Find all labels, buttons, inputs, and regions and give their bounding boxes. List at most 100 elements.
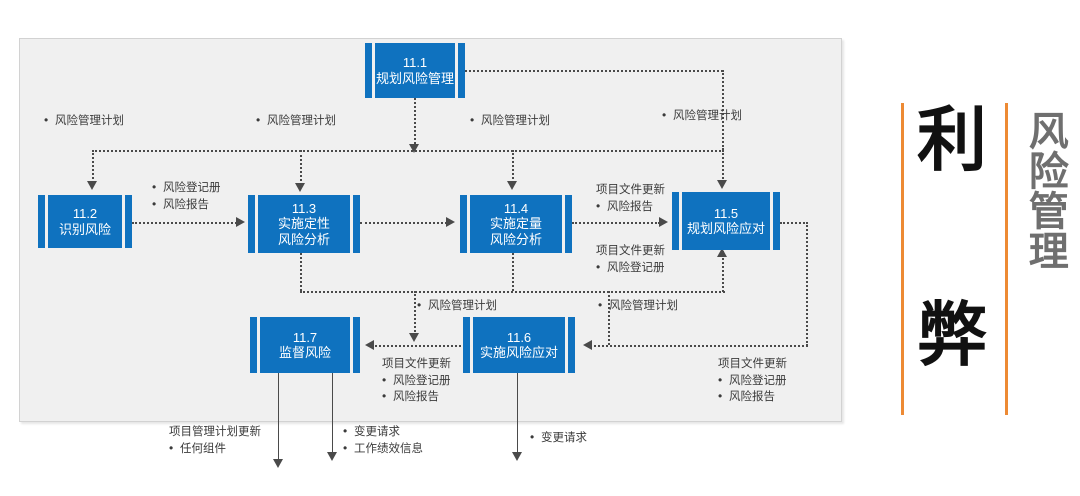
process-number: 11.7 <box>292 329 318 345</box>
process-box-11-7[interactable]: 11.7 监督风险 <box>250 317 360 373</box>
process-name: 规划风险应对 <box>686 221 765 236</box>
connector-mid-down-to-row3 <box>414 291 416 336</box>
title-char-bottom: 弊 <box>917 296 987 374</box>
box-body: 11.7 监督风险 <box>260 317 350 373</box>
annotation-item: 风险管理计划 <box>44 112 124 130</box>
arrowhead-11-7-in <box>365 340 374 350</box>
box-body: 11.6 实施风险应对 <box>473 317 565 373</box>
annotation-docs-update-b: 项目文件更新 风险登记册 <box>596 243 665 276</box>
arrowhead-to-11-4 <box>507 181 517 190</box>
arrowhead-11-5-bottom-in <box>717 248 727 257</box>
box-gap-right <box>562 195 565 253</box>
box-gap-left <box>467 195 470 253</box>
box-accent-right <box>353 317 360 373</box>
annotation-item-2: 风险报告 <box>152 196 221 214</box>
annotation-heading: 项目文件更新 <box>382 358 451 370</box>
annotation-item-1: 风险报告 <box>596 198 665 216</box>
annotation-heading: 项目文件更新 <box>596 184 665 196</box>
connector-bus-to-11-5 <box>722 150 724 182</box>
box-gap-left <box>257 317 260 373</box>
output-arrow-11-6 <box>512 452 522 461</box>
output-line-11-6 <box>517 373 518 456</box>
box-gap-right <box>455 43 458 98</box>
box-accent-left <box>250 317 257 373</box>
box-body: 11.2 识别风险 <box>48 195 122 248</box>
box-gap-left <box>372 43 375 98</box>
connector-11-2-to-11-3 <box>132 222 237 224</box>
connector-top-bus <box>92 150 724 152</box>
process-number: 11.6 <box>506 329 532 345</box>
arrowhead-to-11-2 <box>87 181 97 190</box>
process-box-11-2[interactable]: 11.2 识别风险 <box>38 195 132 248</box>
process-number: 11.2 <box>72 206 98 222</box>
annotation-item-2: 工作绩效信息 <box>343 440 423 458</box>
connector-right-loop-down <box>608 291 610 345</box>
output-arrow-11-7-a <box>273 459 283 468</box>
process-number: 11.4 <box>503 201 529 216</box>
output-arrow-11-7-b <box>327 452 337 461</box>
annotation-docs-update-a: 项目文件更新 风险报告 <box>596 182 665 215</box>
process-name-line-2: 风险分析 <box>489 231 542 247</box>
accent-rail-right <box>1005 103 1008 415</box>
box-accent-left <box>460 195 467 253</box>
process-box-11-1[interactable]: 11.1 规划风险管理 <box>365 43 465 98</box>
connector-to-11-6-right <box>590 345 808 347</box>
box-gap-right <box>350 195 353 253</box>
annotation-item-1: 风险登记册 <box>152 179 221 197</box>
box-body: 11.4 实施定量 风险分析 <box>470 195 562 253</box>
process-box-11-4[interactable]: 11.4 实施定量 风险分析 <box>460 195 572 253</box>
annotation-item-1: 风险登记册 <box>596 259 665 277</box>
annotation-pm-plan-update: 项目管理计划更新 任何组件 <box>169 424 261 457</box>
process-name-line-1: 实施定量 <box>489 216 542 232</box>
box-accent-right <box>458 43 465 98</box>
annotation-item-1: 风险登记册 <box>382 372 451 390</box>
annotation-heading: 项目文件更新 <box>596 245 665 257</box>
arrowhead-to-11-5 <box>717 180 727 189</box>
connector-11-5-right-down <box>806 222 808 346</box>
title-vertical-chars: 风险管理 <box>1022 110 1067 270</box>
annotation-plan-mid: 风险管理计划 <box>417 297 497 315</box>
box-body: 11.3 实施定性 风险分析 <box>258 195 350 253</box>
connector-bus-to-11-3 <box>300 150 302 185</box>
title-vertical-text: 风险管理 <box>1020 110 1067 282</box>
annotation-plan-2: 风险管理计划 <box>256 112 336 130</box>
annotation-item: 风险管理计划 <box>598 297 678 315</box>
arrowhead-mid-down <box>409 333 419 342</box>
box-body: 11.1 规划风险管理 <box>375 43 455 98</box>
box-body: 11.5 规划风险应对 <box>682 192 770 250</box>
connector-11-3-down <box>300 253 302 291</box>
annotation-item-1: 风险登记册 <box>718 372 787 390</box>
process-name: 实施风险应对 <box>479 345 558 360</box>
connector-11-5-right <box>780 222 808 224</box>
process-box-11-6[interactable]: 11.6 实施风险应对 <box>463 317 575 373</box>
connector-bus-to-11-4 <box>512 150 514 183</box>
box-accent-right <box>565 195 572 253</box>
annotation-item-2: 风险报告 <box>382 388 451 406</box>
arrowhead-11-6-in <box>583 340 592 350</box>
box-accent-left <box>463 317 470 373</box>
box-accent-right <box>125 195 132 248</box>
annotation-item: 变更请求 <box>530 429 587 447</box>
annotation-item: 风险管理计划 <box>470 112 550 130</box>
connector-11-1-down <box>414 98 416 148</box>
arrowhead-to-11-3 <box>295 183 305 192</box>
process-number: 11.1 <box>402 55 428 71</box>
annotation-plan-1: 风险管理计划 <box>44 112 124 130</box>
annotation-item: 风险管理计划 <box>256 112 336 130</box>
process-box-11-3[interactable]: 11.3 实施定性 风险分析 <box>248 195 360 253</box>
box-accent-right <box>568 317 575 373</box>
annotation-item-2: 风险报告 <box>718 388 787 406</box>
annotation-risk-register-report: 风险登记册 风险报告 <box>152 179 221 214</box>
box-accent-right <box>353 195 360 253</box>
connector-lower-bus-left <box>300 291 725 293</box>
annotation-heading: 项目文件更新 <box>718 358 787 370</box>
box-accent-left <box>672 192 679 250</box>
annotation-heading: 项目管理计划更新 <box>169 426 261 438</box>
box-gap-left <box>470 317 473 373</box>
connector-11-4-down <box>512 253 514 291</box>
annotation-plan-3: 风险管理计划 <box>470 112 550 130</box>
output-line-11-7-b <box>332 373 333 456</box>
process-box-11-5[interactable]: 11.5 规划风险应对 <box>672 192 780 250</box>
arrowhead-11-1-down <box>409 144 419 153</box>
